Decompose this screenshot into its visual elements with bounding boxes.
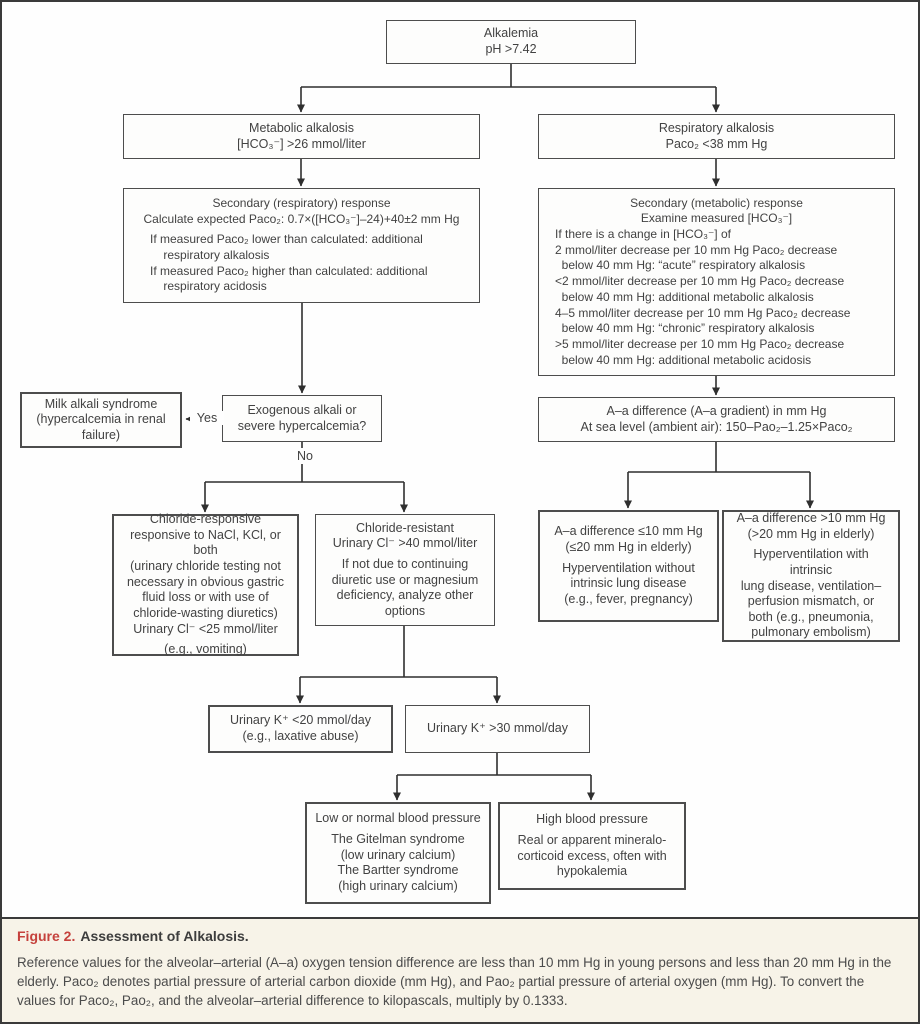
box-urinary-k-high: Urinary K⁺ >30 mmol/day [405, 705, 590, 753]
box-metabolic-alkalosis-text: Metabolic alkalosis [HCO₃⁻] >26 mmol/lit… [237, 120, 366, 151]
box-respiratory-alkalosis: Respiratory alkalosis Paco₂ <38 mm Hg [538, 114, 895, 159]
box-chloride-resistant: Chloride-resistant Urinary Cl⁻ >40 mmol/… [315, 514, 495, 626]
box-high-blood-pressure: High blood pressure Real or apparent min… [498, 802, 686, 890]
figure-caption-text: Reference values for the alveolar–arteri… [17, 955, 892, 1009]
box-milk-alkali-text: Milk alkali syndrome (hypercalcemia in r… [36, 396, 166, 442]
box-urinary-k-low: Urinary K⁺ <20 mmol/day (e.g., laxative … [208, 705, 393, 753]
box-chloride-resistant-title: Chloride-resistant Urinary Cl⁻ >40 mmol/… [332, 520, 478, 551]
box-secondary-metabolic-body: If there is a change in [HCO₃⁻] of 2 mmo… [555, 226, 851, 367]
box-aa-gradient-formula: A–a difference (A–a gradient) in mm Hg A… [538, 397, 895, 442]
box-milk-alkali-syndrome: Milk alkali syndrome (hypercalcemia in r… [20, 392, 182, 448]
box-chloride-responsive: Chloride-responsive responsive to NaCl, … [112, 512, 299, 657]
box-exogenous-alkali: Exogenous alkali or severe hypercalcemia… [222, 395, 382, 442]
box-aa-difference-high: A–a difference >10 mm Hg (>20 mm Hg in e… [722, 510, 900, 642]
box-secondary-metabolic-title: Secondary (metabolic) response Examine m… [630, 195, 803, 226]
figure-number-label: Figure 2. [17, 928, 76, 944]
box-aa-low-title: A–a difference ≤10 mm Hg (≤20 mm Hg in e… [554, 524, 703, 555]
edge-label-yes: Yes [190, 411, 224, 425]
box-alkalemia-text: Alkalemia pH >7.42 [483, 26, 539, 56]
box-secondary-respiratory-response: Secondary (respiratory) response Calcula… [123, 188, 480, 303]
flowchart-area: Alkalemia pH >7.42 Metabolic alkalosis [… [2, 2, 918, 917]
figure-caption-area: Figure 2.Assessment of Alkalosis. Refere… [2, 917, 918, 1022]
box-urinary-k-high-text: Urinary K⁺ >30 mmol/day [426, 721, 569, 736]
box-metabolic-alkalosis: Metabolic alkalosis [HCO₃⁻] >26 mmol/lit… [123, 114, 480, 159]
box-low-normal-blood-pressure: Low or normal blood pressure The Gitelma… [305, 802, 491, 904]
box-aa-high-body: Hyperventilation with intrinsic lung dis… [740, 547, 882, 640]
box-chloride-resistant-body: If not due to continuing diuretic use or… [331, 556, 479, 618]
box-respiratory-alkalosis-text: Respiratory alkalosis Paco₂ <38 mm Hg [658, 120, 775, 151]
box-aa-low-body: Hyperventilation without intrinsic lung … [562, 560, 695, 606]
figure-title: Assessment of Alkalosis. [80, 928, 249, 944]
box-secondary-respiratory-body: If measured Paco₂ lower than calculated:… [150, 232, 428, 294]
box-secondary-metabolic-response: Secondary (metabolic) response Examine m… [538, 188, 895, 376]
box-bp-low-title: Low or normal blood pressure [315, 811, 481, 826]
box-bp-high-body: Real or apparent mineralo- corticoid exc… [517, 832, 667, 879]
box-chloride-responsive-body: (e.g., vomiting) [164, 642, 247, 657]
box-aa-gradient-text: A–a difference (A–a gradient) in mm Hg A… [580, 403, 853, 434]
figure-title-line: Figure 2.Assessment of Alkalosis. [17, 928, 903, 946]
box-aa-difference-low: A–a difference ≤10 mm Hg (≤20 mm Hg in e… [538, 510, 719, 622]
box-alkalemia: Alkalemia pH >7.42 [386, 20, 636, 64]
edge-label-no: No [288, 449, 322, 463]
box-chloride-responsive-title: Chloride-responsive responsive to NaCl, … [126, 512, 285, 636]
box-aa-high-title: A–a difference >10 mm Hg (>20 mm Hg in e… [736, 511, 886, 541]
box-bp-high-title: High blood pressure [536, 812, 648, 827]
box-exogenous-alkali-text: Exogenous alkali or severe hypercalcemia… [237, 402, 367, 433]
box-secondary-respiratory-title: Secondary (respiratory) response Calcula… [143, 195, 460, 226]
box-bp-low-body: The Gitelman syndrome (low urinary calci… [331, 832, 465, 893]
box-urinary-k-low-text: Urinary K⁺ <20 mmol/day (e.g., laxative … [229, 713, 372, 743]
